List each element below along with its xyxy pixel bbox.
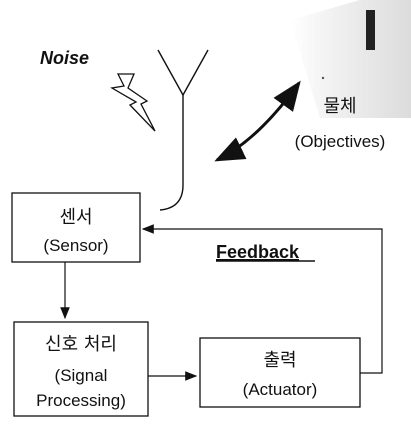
- sensor-label-kr: 센서: [59, 207, 92, 228]
- lightning-bolt-icon: [110, 73, 156, 132]
- sensor-label-en: (Sensor): [43, 236, 108, 255]
- object-label-kr: 물체: [323, 96, 356, 117]
- object-block-icon: [290, 0, 411, 118]
- signal-label-en-line2: Processing): [36, 391, 126, 410]
- object-label-en: (Objectives): [295, 132, 386, 151]
- actuator-box: [199, 337, 361, 408]
- actuator-label-en: (Actuator): [243, 380, 318, 399]
- sensor-box: [11, 192, 141, 263]
- feedback-arrow: [141, 224, 383, 374]
- antenna-icon: [157, 49, 209, 211]
- signal-label-en-line1: (Signal: [55, 366, 108, 385]
- signal-label-kr: 신호 처리: [45, 334, 117, 355]
- feedback-label: Feedback: [216, 242, 300, 262]
- actuator-label-kr: 출력: [263, 350, 296, 371]
- noise-label: Noise: [40, 48, 89, 68]
- object-sensor-double-arrow: [214, 80, 301, 162]
- signal-processing-box: [13, 321, 149, 417]
